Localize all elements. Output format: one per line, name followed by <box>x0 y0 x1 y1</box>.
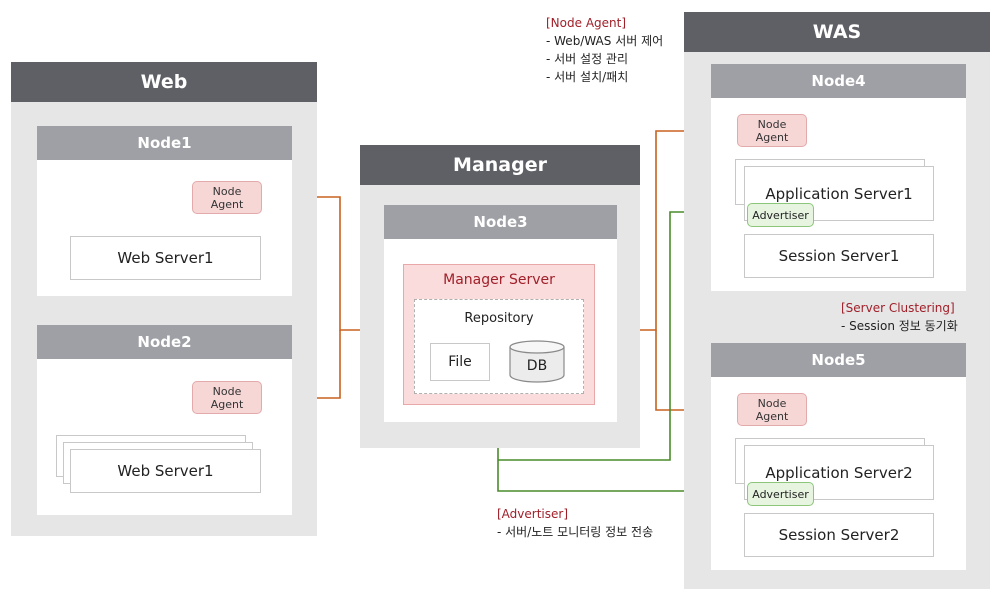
manager-server-label: Manager Server <box>443 272 555 288</box>
session-server-1: Session Server1 <box>744 234 934 278</box>
node-agent-node1: Node Agent <box>192 181 262 214</box>
advertiser-node5: Advertiser <box>747 482 814 506</box>
note-advertiser-title: [Advertiser] <box>497 507 569 521</box>
web-group-header: Web <box>11 62 317 102</box>
node2-header: Node2 <box>37 325 292 359</box>
note-server-clustering: [Server Clustering] - Session 정보 동기화 <box>841 299 958 335</box>
was-group-header: WAS <box>684 12 990 52</box>
db-label: DB <box>526 358 548 374</box>
advertiser-node4: Advertiser <box>747 203 814 227</box>
db-icon <box>509 340 565 383</box>
node1-header: Node1 <box>37 126 292 160</box>
note-clustering-line: - Session 정보 동기화 <box>841 319 958 333</box>
note-advertiser-line: - 서버/노트 모니터링 정보 전송 <box>497 525 654 539</box>
note-node-agent: [Node Agent] - Web/WAS 서버 제어 - 서버 설정 관리 … <box>546 14 663 86</box>
note-clustering-title: [Server Clustering] <box>841 301 955 315</box>
application-server-1: Application Server1 <box>744 166 934 221</box>
node5-header: Node5 <box>711 343 966 377</box>
session-server-2: Session Server2 <box>744 513 934 557</box>
node-agent-node4: Node Agent <box>737 114 807 147</box>
web-server-1: Web Server1 <box>70 236 261 280</box>
manager-group-header: Manager <box>360 145 640 185</box>
node-agent-node2: Node Agent <box>192 381 262 414</box>
note-node-agent-line: - Web/WAS 서버 제어 <box>546 34 664 48</box>
file-box: File <box>430 343 490 381</box>
node4-header: Node4 <box>711 64 966 98</box>
note-node-agent-line: - 서버 설치/패치 <box>546 70 629 84</box>
node-agent-node5: Node Agent <box>737 393 807 426</box>
note-node-agent-line: - 서버 설정 관리 <box>546 52 629 66</box>
node3-header: Node3 <box>384 205 617 239</box>
note-advertiser: [Advertiser] - 서버/노트 모니터링 정보 전송 <box>497 505 653 541</box>
repository-label: Repository <box>464 311 534 326</box>
note-node-agent-title: [Node Agent] <box>546 16 627 30</box>
web-server-2: Web Server1 <box>70 449 261 493</box>
